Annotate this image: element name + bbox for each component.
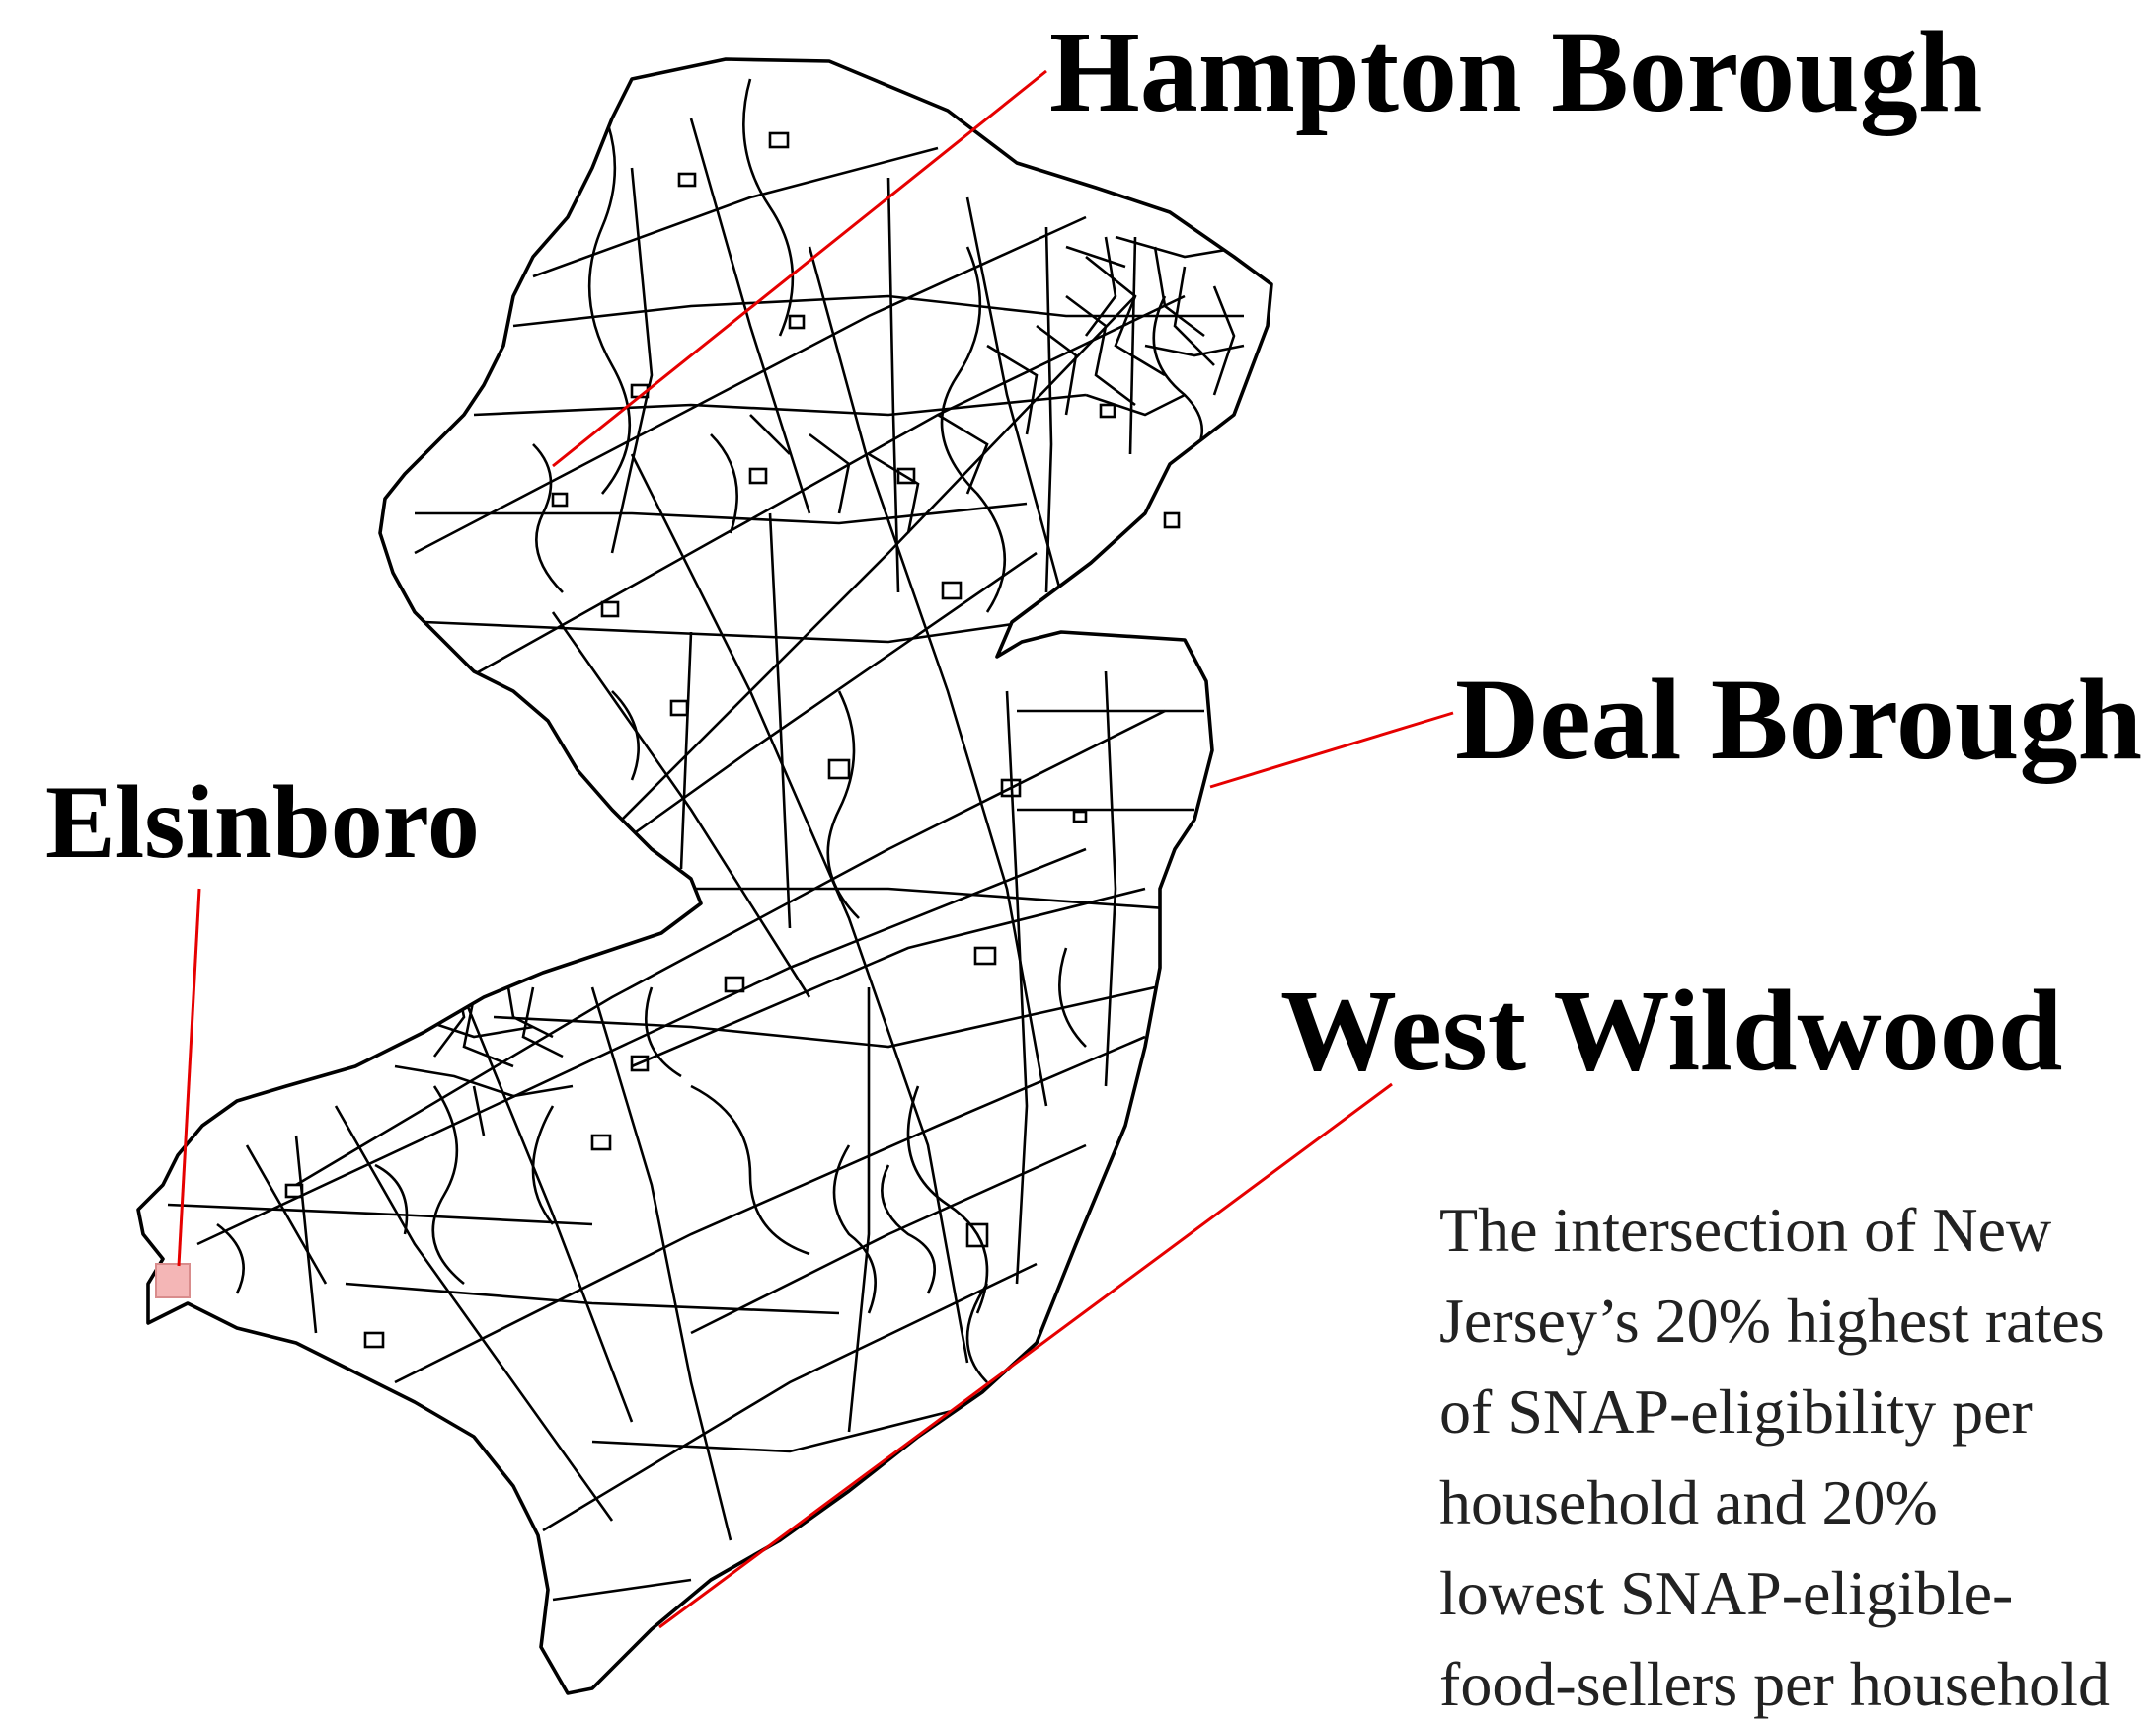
enclave-boundaries [284,131,1181,1349]
elsinboro-highlight [155,1263,191,1298]
west-wildwood-label: West Wildwood [1280,966,2063,1095]
elsinboro-leader-line [177,888,201,1267]
hampton-leader-line [552,69,1047,468]
hampton-borough-label: Hampton Borough [1049,7,1983,136]
caption-line: household and 20% [1439,1467,1938,1537]
municipal-boundaries [167,78,1245,1602]
caption-line: of SNAP-eligibility per [1439,1376,2033,1447]
caption-line: lowest SNAP-eligible- [1439,1558,2014,1628]
elsinboro-label: Elsinboro [45,764,480,880]
deal-leader-line [1209,711,1454,789]
state-outline [136,57,1273,1695]
caption-line: Jersey’s 20% highest rates [1439,1286,2105,1356]
west-wildwood-leader-line [658,1082,1393,1629]
caption-text: The intersection of New Jersey’s 20% hig… [1439,1185,2156,1724]
caption-line: The intersection of New [1439,1195,2052,1265]
caption-line: food-sellers per household [1439,1649,2110,1719]
deal-borough-label: Deal Borough [1455,655,2143,784]
